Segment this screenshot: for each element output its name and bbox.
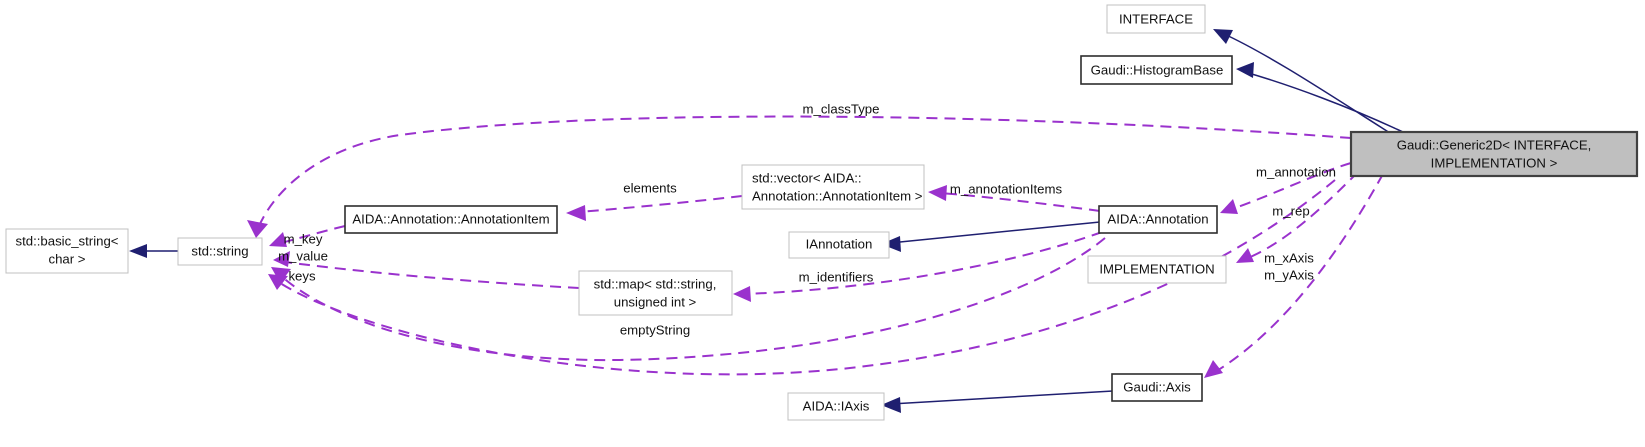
node-implementation-label: IMPLEMENTATION [1099, 261, 1214, 276]
node-std-string-label: std::string [191, 243, 248, 258]
node-std-basic-string-label-line1: std::basic_string< [16, 233, 119, 248]
node-implementation[interactable]: IMPLEMENTATION [1087, 255, 1227, 284]
node-iannotation[interactable]: IAnnotation [788, 231, 890, 259]
node-aida-iaxis[interactable]: AIDA::IAxis [787, 392, 885, 421]
edge-emptystring [271, 237, 1106, 362]
edge-m-identifiers [733, 231, 1103, 302]
node-aida-annotation-label: AIDA::Annotation [1107, 211, 1208, 226]
usage-edges [247, 115, 1384, 378]
node-gaudi-generic2d-label-line1: Gaudi::Generic2D< INTERFACE, [1397, 137, 1592, 152]
node-std-vector-label-line1: std::vector< AIDA:: [752, 170, 862, 185]
edge-m-xaxis-m-yaxis [1204, 173, 1384, 378]
edge-label-m-classtype: m_classType [803, 101, 880, 116]
edge-label-m-rep: m_rep [1272, 203, 1309, 218]
node-gaudi-axis-label: Gaudi::Axis [1123, 379, 1191, 394]
node-aida-annotationitem-label: AIDA::Annotation::AnnotationItem [352, 211, 549, 226]
edge-m-rep [1236, 171, 1359, 263]
edge-elements [566, 195, 743, 221]
edge-label-m-identifiers: m_identifiers [799, 269, 874, 284]
node-std-vector-annotationitem[interactable]: std::vector< AIDA:: Annotation::Annotati… [741, 164, 925, 210]
edge-label-group: m_classType elements m_annotationItems m… [278, 101, 1336, 337]
edge-label-m-yaxis: m_yAxis [1264, 267, 1314, 282]
node-aida-iaxis-label: AIDA::IAxis [803, 398, 870, 413]
node-std-map[interactable]: std::map< std::string, unsigned int > [578, 270, 733, 316]
edge-label-keys: keys [288, 268, 316, 283]
edge-label-m-xaxis: m_xAxis [1264, 250, 1314, 265]
edge-label-m-annotationitems: m_annotationItems [950, 181, 1063, 196]
node-aida-annotation-annotationitem[interactable]: AIDA::Annotation::AnnotationItem [344, 205, 558, 234]
edge-axis-to-iaxis [881, 390, 1114, 413]
node-gaudi-histogrambase[interactable]: Gaudi::HistogramBase [1080, 55, 1233, 85]
node-gaudi-axis[interactable]: Gaudi::Axis [1111, 373, 1203, 402]
node-iannotation-label: IAnnotation [806, 236, 873, 251]
node-gaudi-histogrambase-label: Gaudi::HistogramBase [1091, 62, 1224, 77]
edge-m-classtype [247, 115, 1352, 238]
node-std-map-label-line2: unsigned int > [614, 294, 697, 309]
edge-m-key-m-value [269, 225, 346, 247]
node-std-vector-label-line2: Annotation::AnnotationItem > [752, 188, 923, 203]
edge-generic2d-to-interface [1213, 29, 1391, 134]
node-interface-label: INTERFACE [1119, 11, 1193, 26]
edge-annotation-to-iannotation [881, 221, 1101, 252]
edge-axis-to-stdstring [268, 179, 1336, 376]
node-std-basic-string[interactable]: std::basic_string< char > [5, 228, 129, 274]
edge-label-emptystring: emptyString [620, 322, 690, 337]
edge-label-m-value: m_value [278, 248, 328, 263]
node-interface[interactable]: INTERFACE [1106, 4, 1206, 34]
node-gaudi-generic2d-label-line2: IMPLEMENTATION > [1431, 155, 1558, 170]
edge-keys [273, 251, 580, 289]
edge-stdstring-to-basicstring [129, 244, 178, 258]
edge-label-m-annotation: m_annotation [1256, 164, 1336, 179]
edge-label-m-key: m_key [284, 231, 323, 246]
edge-label-elements: elements [623, 180, 677, 195]
node-gaudi-generic2d[interactable]: Gaudi::Generic2D< INTERFACE, IMPLEMENTAT… [1349, 130, 1639, 178]
edge-m-annotation [1220, 162, 1352, 214]
node-std-basic-string-label-line2: char > [48, 251, 85, 266]
node-std-map-label-line1: std::map< std::string, [594, 276, 717, 291]
inheritance-edges [129, 29, 1406, 413]
node-std-string[interactable]: std::string [177, 237, 263, 266]
edge-m-annotationitems [928, 185, 1101, 212]
edge-generic2d-to-histogrambase [1236, 62, 1406, 134]
node-aida-annotation[interactable]: AIDA::Annotation [1098, 205, 1218, 234]
